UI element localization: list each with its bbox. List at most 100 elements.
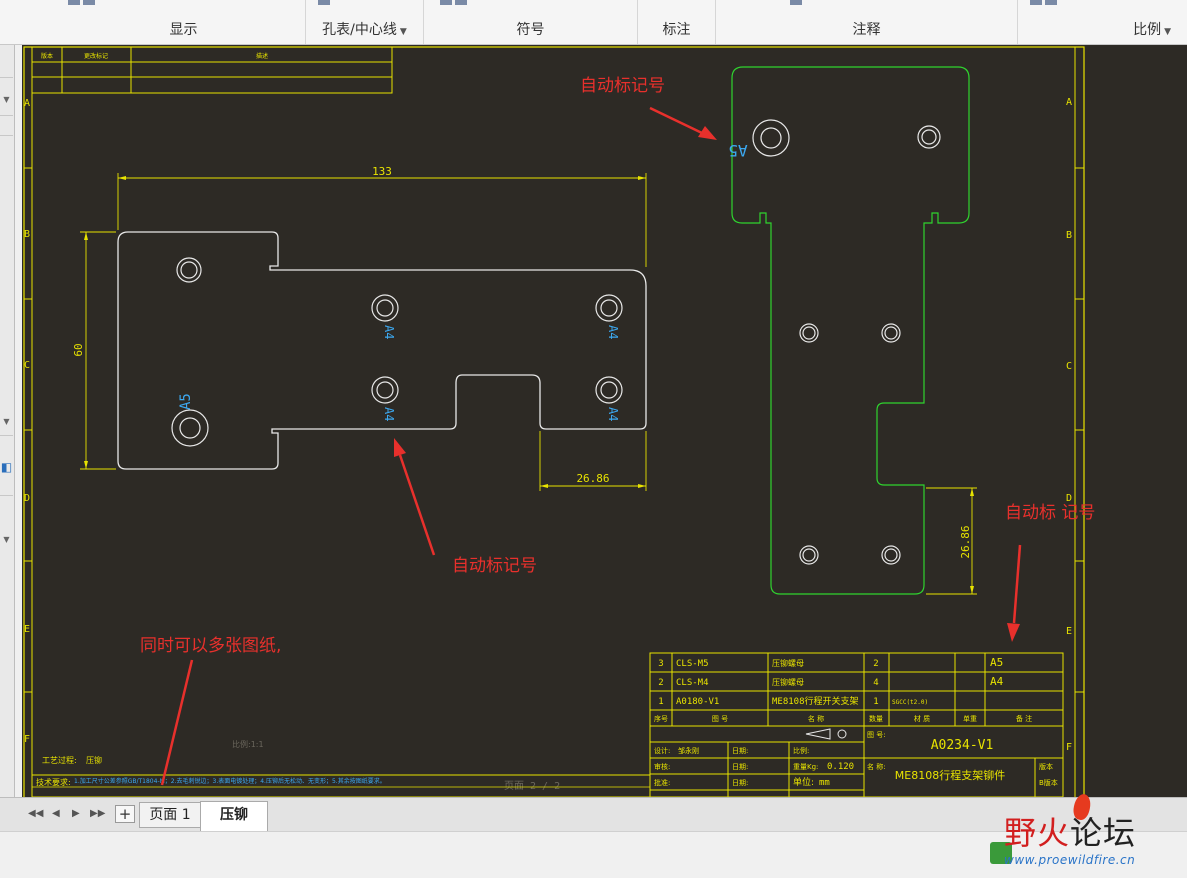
forum-watermark: 野火论坛 www.proewildfire.cn bbox=[990, 792, 1187, 877]
dimension-height[interactable]: 60 bbox=[72, 343, 85, 356]
tech-label: 技术要求: bbox=[36, 777, 71, 787]
scroll-down-icon[interactable]: ▼ bbox=[3, 95, 10, 104]
auto-mark-label[interactable]: A4 bbox=[606, 407, 620, 421]
dropdown-arrow-icon[interactable]: ▼ bbox=[399, 27, 407, 37]
panel-tool-icon[interactable]: ◧ bbox=[0, 460, 13, 474]
dimension-width[interactable]: 133 bbox=[372, 165, 392, 178]
right-part-holes bbox=[752, 119, 941, 565]
bom-header: 数量 bbox=[869, 714, 883, 723]
bom-cell: 2 bbox=[873, 659, 878, 669]
bom-cell: 3 bbox=[658, 659, 663, 669]
bom-cell: 2 bbox=[658, 678, 663, 688]
process-label: 工艺过程: bbox=[42, 755, 77, 765]
drawing-canvas[interactable]: A B C D E F A B C D E F 版本 更改标记 描述 bbox=[22, 45, 1187, 797]
ribbon-group-dimension: 标注 bbox=[638, 0, 716, 44]
tab-active-sheet[interactable]: 压铆 bbox=[200, 801, 268, 832]
date-label: 日期: bbox=[732, 747, 748, 755]
bom-cell: 1 bbox=[873, 697, 878, 707]
tech-requirements: 技术要求: 1.加工尺寸公差参照GB/T1804-M；2.去毛刺锐边；3.表面电… bbox=[31, 774, 651, 797]
check-label: 审核: bbox=[654, 762, 670, 771]
dropdown-arrow-icon[interactable]: ▼ bbox=[1164, 27, 1171, 37]
designer-value: 邹永刚 bbox=[678, 746, 699, 755]
bom-header: 单重 bbox=[963, 714, 977, 723]
right-part-outline bbox=[731, 66, 970, 595]
unit-value: mm bbox=[819, 778, 830, 788]
dimension-arrows bbox=[84, 176, 646, 488]
prev-sheet-icon[interactable]: ◀ bbox=[52, 808, 60, 819]
divider bbox=[0, 135, 13, 136]
page-indicator: 页面 2 / 2 bbox=[504, 780, 560, 792]
first-sheet-icon[interactable]: ◀◀ bbox=[28, 808, 44, 819]
right-part-view[interactable]: A5 26.86 bbox=[728, 66, 977, 595]
title-block[interactable]: 3 CLS-M5 压铆螺母 2 A5 2 CLS-M4 压铆螺母 4 A4 1 … bbox=[649, 652, 1064, 797]
ribbon-group-label: 标注 bbox=[662, 22, 691, 38]
status-icon bbox=[990, 842, 1012, 864]
ribbon-clipped-buttons bbox=[790, 0, 890, 6]
watermark-title: 野火论坛 bbox=[1004, 814, 1137, 852]
ribbon-group-label: 显示 bbox=[169, 22, 198, 38]
bom-header: 序号 bbox=[654, 714, 668, 723]
ribbon-group-display: 显示 bbox=[62, 0, 306, 44]
revision-header: 更改标记 bbox=[84, 52, 108, 60]
revision-header: 版本 bbox=[41, 52, 53, 60]
auto-mark-label[interactable]: A5 bbox=[728, 141, 747, 160]
auto-mark-label[interactable]: A4 bbox=[382, 325, 396, 339]
version-label: 版本 bbox=[1039, 762, 1053, 771]
bom-header: 图 号 bbox=[712, 715, 728, 723]
auto-mark-label[interactable]: A5 bbox=[178, 393, 194, 410]
next-sheet-icon[interactable]: ▶ bbox=[72, 808, 80, 819]
scale-label: 比例: bbox=[793, 746, 809, 755]
auto-mark-label[interactable]: A4 bbox=[606, 325, 620, 339]
date-label: 日期: bbox=[732, 779, 748, 787]
auto-mark-label[interactable]: A4 bbox=[382, 407, 396, 421]
part-name-label: 名 称: bbox=[867, 762, 886, 771]
left-part-view[interactable]: A4 A4 A4 A4 A5 133 60 26.86 bbox=[72, 165, 647, 491]
bom-header: 备 注 bbox=[1016, 714, 1032, 723]
bom-header: 材 质 bbox=[914, 714, 930, 723]
part-name[interactable]: ME8108行程支架铆件 bbox=[895, 768, 1005, 782]
divider bbox=[0, 495, 13, 496]
ribbon-group-holetable[interactable]: 孔表/中心线▼ bbox=[306, 0, 424, 44]
zone-label: D bbox=[24, 493, 30, 504]
dimension-slot[interactable]: 26.86 bbox=[576, 472, 609, 485]
ribbon-group-scale[interactable]: 比例▼ bbox=[1018, 0, 1187, 44]
left-part-outline bbox=[117, 231, 647, 470]
dimension-arrows bbox=[970, 488, 974, 594]
approve-label: 批准: bbox=[654, 778, 670, 787]
ribbon-group-label[interactable]: 比例▼ bbox=[1018, 19, 1187, 39]
annotation-text: 同时可以多张图纸, bbox=[140, 636, 282, 656]
bom-cell: A4 bbox=[990, 675, 1004, 688]
ribbon-group-label-text: 孔表/中心线 bbox=[322, 22, 397, 38]
zone-label: E bbox=[1066, 626, 1072, 637]
sheet-outer-border bbox=[23, 46, 1085, 797]
divider bbox=[0, 435, 13, 436]
revision-table[interactable]: 版本 更改标记 描述 bbox=[31, 46, 393, 94]
last-sheet-icon[interactable]: ▶▶ bbox=[90, 808, 106, 819]
zone-label: F bbox=[1066, 742, 1072, 753]
drawing-sheet[interactable]: A B C D E F A B C D E F 版本 更改标记 描述 bbox=[22, 45, 1187, 797]
scroll-down-icon[interactable]: ▼ bbox=[3, 535, 10, 544]
divider bbox=[0, 115, 13, 116]
annotation-arrows bbox=[160, 106, 1022, 786]
add-sheet-button[interactable]: + bbox=[115, 805, 135, 823]
bom-header: 名 称 bbox=[808, 714, 824, 723]
bom-cell: A0180-V1 bbox=[676, 697, 719, 707]
dimension-vertical[interactable]: 26.86 bbox=[959, 525, 972, 558]
ribbon-clipped-buttons bbox=[318, 0, 418, 6]
zone-ticks bbox=[24, 167, 1084, 693]
scroll-down-icon[interactable]: ▼ bbox=[3, 417, 10, 426]
ribbon-group-label-text: 比例 bbox=[1133, 22, 1162, 38]
sheet-tab-bar: ◀◀ ◀ ▶ ▶▶ + 页面 1 压铆 bbox=[0, 797, 1187, 832]
unit-label: 单位: bbox=[793, 776, 814, 788]
bom-cell: 压铆螺母 bbox=[772, 677, 804, 687]
weight-label: 重量Kg: bbox=[793, 763, 818, 771]
annotation-text: 自动标 记号 bbox=[1005, 503, 1096, 523]
ribbon: 显示 孔表/中心线▼ 符号 标注 注释 比例▼ bbox=[0, 0, 1187, 45]
scale-ghost: 比例:1:1 bbox=[232, 739, 264, 749]
zone-label: F bbox=[24, 734, 30, 745]
drawing-number[interactable]: A0234-V1 bbox=[931, 738, 994, 753]
tab-page-1[interactable]: 页面 1 bbox=[139, 802, 201, 828]
divider bbox=[0, 77, 13, 78]
ribbon-group-label[interactable]: 孔表/中心线▼ bbox=[306, 19, 423, 39]
bom-cell: SGCC(t2.0) bbox=[892, 699, 928, 706]
